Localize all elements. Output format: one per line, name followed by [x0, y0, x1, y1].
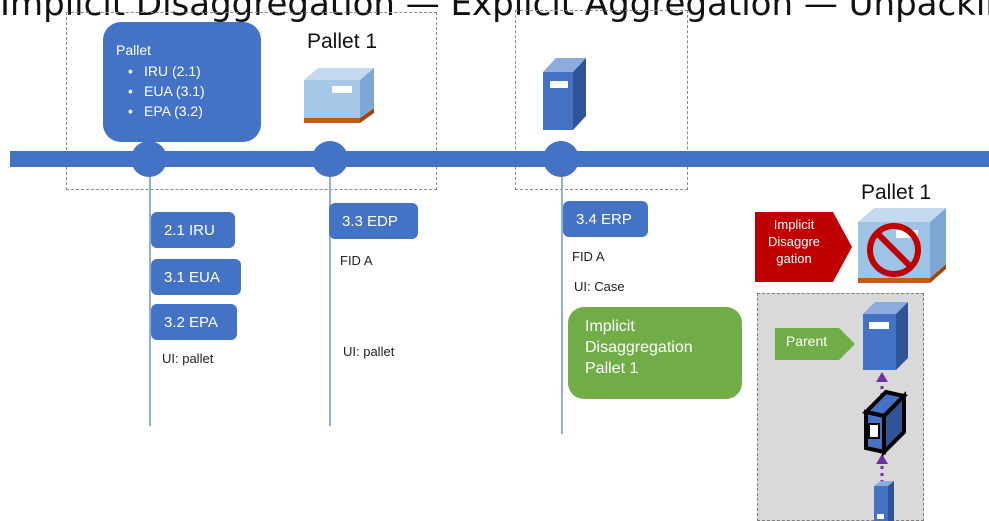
- tag-line: Implicit: [773, 217, 815, 232]
- timeline-drop-line-3: [561, 170, 563, 434]
- pallet-contents-item: EUA (3.1): [128, 81, 261, 101]
- timeline-node-3: [543, 141, 579, 177]
- case-frame: [515, 10, 688, 190]
- ui-case-label: UI: Case: [574, 279, 625, 294]
- pallet-contents-item: EPA (3.2): [128, 101, 261, 121]
- event-2-1-iru: 2.1 IRU: [151, 212, 235, 248]
- parent-label: Parent: [785, 333, 828, 349]
- timeline-drop-line-1: [149, 170, 151, 426]
- implicit-disaggregation-tag: [755, 212, 852, 282]
- ui-pallet-label-2: UI: pallet: [343, 344, 395, 359]
- unit-cube-icon: [874, 481, 894, 521]
- implicit-box-line: Pallet 1: [585, 360, 639, 377]
- implicit-box-line: Disaggregation: [585, 339, 693, 356]
- no-entry-pallet-icon: [858, 208, 946, 283]
- pallet-frame: [66, 12, 437, 190]
- timeline-node-1: [131, 141, 167, 177]
- pallet-contents-title: Pallet: [116, 42, 152, 58]
- timeline-bar: [10, 151, 989, 167]
- event-3-2-epa: 3.2 EPA: [151, 304, 237, 340]
- implicit-disaggregation-tag-text: Implicit Disaggre gation: [755, 216, 833, 267]
- parent-arrow-tag: [775, 328, 855, 360]
- timeline-drop-line-2: [329, 170, 331, 426]
- implicit-box-line: Implicit: [585, 318, 635, 335]
- item-cube-icon: [862, 389, 908, 457]
- case-cube-icon: [863, 302, 908, 370]
- pallet-contents-box: Pallet IRU (2.1) EUA (3.1) EPA (3.2): [103, 22, 261, 142]
- pallet-1-label-right: Pallet 1: [861, 181, 932, 204]
- implicit-disaggregation-box: Implicit Disaggregation Pallet 1: [568, 307, 742, 399]
- fid-a-label-2: FID A: [572, 249, 605, 264]
- ui-pallet-label-1: UI: pallet: [162, 351, 214, 366]
- event-3-1-eua: 3.1 EUA: [151, 259, 241, 295]
- event-3-4-erp: 3.4 ERP: [563, 201, 648, 237]
- pallet-contents-item: IRU (2.1): [128, 61, 261, 81]
- tag-line: Disaggre: [767, 234, 821, 249]
- pallet-cube-icon: [304, 68, 374, 123]
- timeline-node-2: [312, 141, 348, 177]
- event-3-3-edp: 3.3 EDP: [329, 203, 418, 239]
- fid-a-label-1: FID A: [340, 253, 373, 268]
- tag-line: gation: [776, 251, 812, 266]
- pallet-1-label: Pallet 1: [307, 30, 378, 53]
- case-cube-icon: [543, 58, 586, 130]
